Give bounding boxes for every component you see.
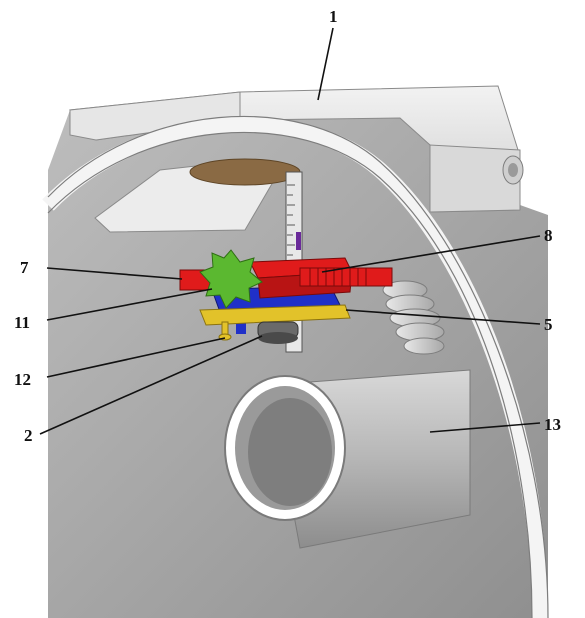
callout-11: 11 bbox=[14, 313, 30, 332]
ring-outer-edge bbox=[47, 115, 549, 618]
leader-line-2 bbox=[39, 335, 263, 435]
leader-line-1 bbox=[317, 27, 334, 101]
callout-2: 2 bbox=[24, 426, 33, 445]
leader-line-11 bbox=[46, 288, 213, 321]
callout-5: 5 bbox=[544, 315, 553, 334]
pipe bbox=[224, 369, 471, 549]
callout-1: 1 bbox=[329, 7, 338, 26]
callout-12: 12 bbox=[14, 370, 31, 389]
yellow-plate bbox=[199, 304, 351, 326]
callout-8: 8 bbox=[544, 226, 553, 245]
leader-line-13 bbox=[429, 422, 541, 433]
large-ring bbox=[42, 116, 548, 618]
wooden-disc bbox=[189, 158, 301, 186]
bellows bbox=[382, 280, 445, 355]
top-bracket-part-1 bbox=[68, 85, 524, 213]
leader-line-8 bbox=[321, 235, 541, 273]
ring-inner-edge bbox=[47, 131, 533, 618]
callout-7: 7 bbox=[20, 258, 29, 277]
leader-line-12 bbox=[46, 337, 226, 378]
callout-13: 13 bbox=[544, 415, 561, 434]
roller-bearing bbox=[257, 321, 299, 344]
leader-line-7 bbox=[46, 267, 183, 280]
green-star-knob bbox=[199, 249, 263, 309]
leader-line-5 bbox=[345, 309, 541, 325]
